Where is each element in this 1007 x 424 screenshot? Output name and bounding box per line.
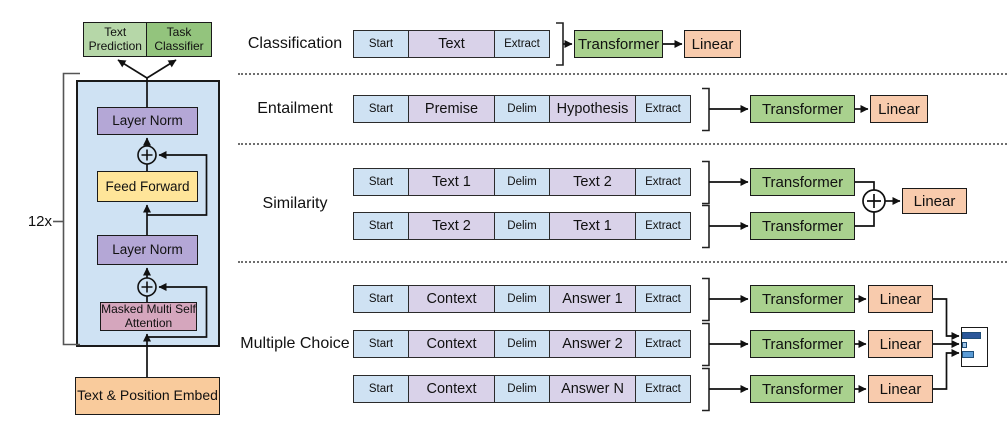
embed-box: Text & Position Embed — [75, 377, 220, 415]
token-hypothesis: Hypothesis — [548, 95, 637, 123]
layer-norm-bottom-label: Layer Norm — [112, 242, 183, 258]
linear-box-entailment: Linear — [870, 95, 928, 123]
task-label-classification: Classification — [247, 35, 343, 52]
transformer-box-mc-2: Transformer — [750, 330, 855, 358]
token-extract: Extract — [635, 95, 691, 123]
layer-norm-top-box: Layer Norm — [97, 107, 198, 135]
token-answer-n: Answer N — [548, 375, 637, 403]
answer-score-chart — [961, 327, 988, 367]
layer-norm-bottom-box: Layer Norm — [97, 235, 198, 265]
token-extract: Extract — [635, 330, 691, 358]
token-delim: Delim — [494, 330, 550, 358]
task-label-entailment: Entailment — [257, 100, 333, 117]
token-start: Start — [353, 285, 409, 313]
text-prediction-label: Text Prediction — [88, 25, 142, 53]
feed-forward-label: Feed Forward — [105, 178, 190, 194]
token-delim: Delim — [494, 375, 550, 403]
feed-forward-box: Feed Forward — [97, 171, 198, 202]
token-start: Start — [353, 212, 409, 240]
similarity-add-circle — [862, 189, 886, 213]
transformer-box-mc-1: Transformer — [750, 285, 855, 313]
token-answer-1: Answer 1 — [548, 285, 637, 313]
token-answer-2: Answer 2 — [548, 330, 637, 358]
token-extract: Extract — [494, 30, 550, 58]
linear-box-mc-3: Linear — [868, 375, 933, 403]
token-delim: Delim — [494, 168, 550, 196]
text-prediction-box: Text Prediction — [83, 22, 148, 57]
task-label-similarity: Similarity — [262, 195, 328, 212]
token-context: Context — [407, 330, 496, 358]
linear-box-similarity: Linear — [902, 188, 967, 214]
token-start: Start — [353, 375, 409, 403]
token-start: Start — [353, 330, 409, 358]
layer-norm-top-label: Layer Norm — [112, 113, 183, 129]
token-delim: Delim — [494, 95, 550, 123]
section-divider — [238, 143, 1007, 145]
answer-score-bar-2 — [962, 342, 967, 348]
token-extract: Extract — [635, 212, 691, 240]
transformer-box-classification: Transformer — [574, 30, 663, 58]
transformer-box-similarity-1: Transformer — [750, 168, 855, 196]
token-context: Context — [407, 375, 496, 403]
section-divider — [238, 261, 1007, 263]
section-divider — [238, 73, 1007, 75]
task-classifier-label: Task Classifier — [154, 25, 204, 53]
repeat-12x-label: 12x — [27, 213, 52, 230]
token-text-2: Text 2 — [407, 212, 496, 240]
token-extract: Extract — [635, 168, 691, 196]
token-text-1: Text 1 — [407, 168, 496, 196]
answer-score-bar-3 — [962, 351, 974, 358]
token-text: Text — [407, 30, 496, 58]
transformer-box-mc-3: Transformer — [750, 375, 855, 403]
token-extract: Extract — [635, 375, 691, 403]
token-delim: Delim — [494, 212, 550, 240]
token-start: Start — [353, 168, 409, 196]
linear-box-mc-1: Linear — [868, 285, 933, 313]
token-context: Context — [407, 285, 496, 313]
token-start: Start — [353, 95, 409, 123]
embed-label: Text & Position Embed — [77, 387, 218, 404]
transformer-box-similarity-2: Transformer — [750, 212, 855, 240]
linear-box-classification: Linear — [684, 30, 741, 58]
token-extract: Extract — [635, 285, 691, 313]
token-text-2: Text 2 — [548, 168, 637, 196]
masked-attention-label: Masked Multi Self Attention — [101, 302, 196, 330]
task-label-multiple-choice: Multiple Choice — [240, 335, 350, 352]
transformer-box-entailment: Transformer — [750, 95, 855, 123]
masked-attention-box: Masked Multi Self Attention — [100, 302, 197, 331]
token-delim: Delim — [494, 285, 550, 313]
linear-box-mc-2: Linear — [868, 330, 933, 358]
task-classifier-box: Task Classifier — [146, 22, 212, 57]
token-premise: Premise — [407, 95, 496, 123]
token-start: Start — [353, 30, 409, 58]
token-text-1: Text 1 — [548, 212, 637, 240]
answer-score-bar-1 — [962, 332, 981, 339]
